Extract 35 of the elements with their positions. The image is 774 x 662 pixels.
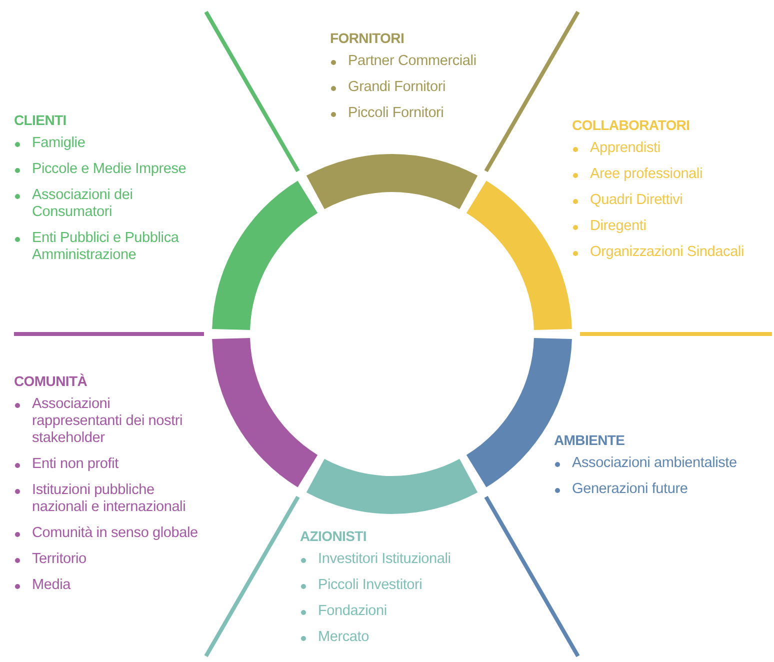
bullet-item: Piccole e Medie Imprese — [14, 161, 204, 178]
ring-segment — [306, 458, 478, 514]
bullet-item: Piccoli Fornitori — [330, 105, 530, 122]
bullet-item: Investitori Istituzionali — [300, 551, 500, 568]
bullet-item: Associazioni rappresentanti dei nostri stakeholder — [14, 396, 199, 447]
bullet-item: Piccoli Investitori — [300, 577, 500, 594]
bullet-item: Aree professionali — [572, 166, 772, 183]
bullet-item: Enti Pubblici e Pubblica Amministrazione — [14, 230, 204, 264]
group-heading: AMBIENTE — [554, 432, 626, 448]
bullet-item: Organizzazioni Sindacali — [572, 244, 772, 261]
bullet-item: Fondazioni — [300, 603, 500, 620]
bullet-item: Enti non profit — [14, 456, 199, 473]
group-heading: FORNITORI — [330, 30, 406, 46]
bullet-item: Comunità in senso globale — [14, 525, 199, 542]
bullet-item: Associazioni dei Consumatori — [14, 187, 204, 221]
bullet-item: Famiglie — [14, 135, 204, 152]
bullet-item: Generazioni future — [554, 481, 764, 498]
group-heading: COMUNITÀ — [14, 373, 88, 389]
bullet-item: Grandi Fornitori — [330, 79, 530, 96]
ring-segment — [466, 180, 572, 330]
bullet-item: Territorio — [14, 551, 199, 568]
bullet-item: Istituzioni pubbliche nazionali e internazionali — [14, 482, 199, 516]
group-heading: AZIONISTI — [300, 528, 368, 544]
bullet-item: Media — [14, 577, 199, 594]
ring-segment — [306, 154, 478, 210]
group-heading: CLIENTI — [14, 112, 68, 128]
group-heading: COLLABORATORI — [572, 117, 691, 133]
ring-segment — [212, 180, 318, 330]
bullet-item: Quadri Direttivi — [572, 192, 772, 209]
bullet-item: Diregenti — [572, 218, 772, 235]
bullet-item: Associazioni ambientaliste — [554, 455, 764, 472]
bullet-item: Apprendisti — [572, 140, 772, 157]
ring-segment — [212, 338, 318, 488]
bullet-item: Partner Commerciali — [330, 53, 530, 70]
bullet-item: Mercato — [300, 629, 500, 646]
